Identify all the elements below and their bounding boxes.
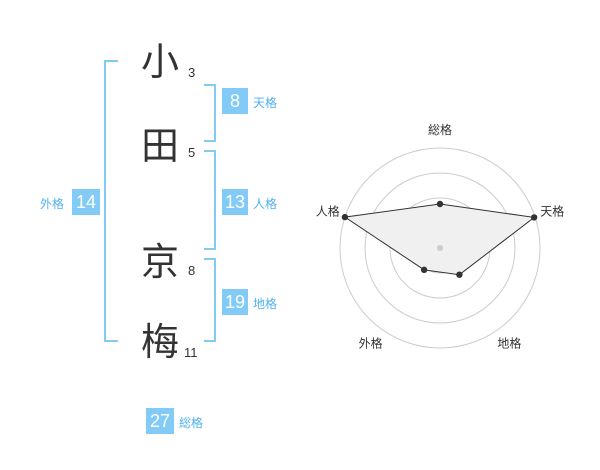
chikaku-bracket: [204, 258, 216, 342]
stroke-count-4: 11: [184, 345, 198, 360]
tenkaku-bracket: [204, 84, 216, 142]
soukaku-value: 27: [146, 408, 174, 434]
radar-axis-label: 外格: [359, 335, 383, 350]
jinkaku-label: 人格: [253, 197, 278, 211]
chikaku-value: 19: [222, 289, 248, 315]
radar-point: [456, 271, 463, 278]
tenkaku-label: 天格: [253, 96, 278, 110]
radar-point: [436, 200, 444, 208]
radar-ring: [339, 147, 541, 349]
radar-axis-label: 天格: [540, 204, 564, 219]
radar-point: [341, 213, 349, 221]
radar-ring: [364, 172, 516, 324]
stroke-count-1: 3: [188, 65, 196, 80]
gaikaku-bracket: [104, 60, 118, 342]
gaikaku-label: 外格: [40, 197, 65, 211]
radar-axis-label: 地格: [497, 335, 521, 350]
name-char-1: 小: [140, 40, 179, 84]
stroke-count-2: 5: [188, 145, 196, 160]
jinkaku-bracket: [204, 150, 216, 250]
chikaku-label: 地格: [253, 297, 278, 311]
jinkaku-value: 13: [222, 189, 248, 215]
radar-point: [420, 266, 428, 274]
radar-series-area: [343, 203, 536, 276]
stroke-count-3: 8: [188, 263, 196, 278]
gaikaku-value: 14: [72, 189, 100, 215]
tenkaku-value: 8: [222, 88, 248, 114]
radar-center-dot: [437, 245, 443, 251]
soukaku-label: 総格: [179, 416, 204, 430]
radar-point: [530, 214, 538, 221]
radar-axis-label: 総格: [428, 122, 452, 137]
name-char-2: 田: [140, 124, 179, 168]
radar-axis-label: 人格: [316, 204, 340, 219]
name-char-3: 京: [140, 240, 179, 284]
name-char-4: 梅: [140, 320, 179, 364]
